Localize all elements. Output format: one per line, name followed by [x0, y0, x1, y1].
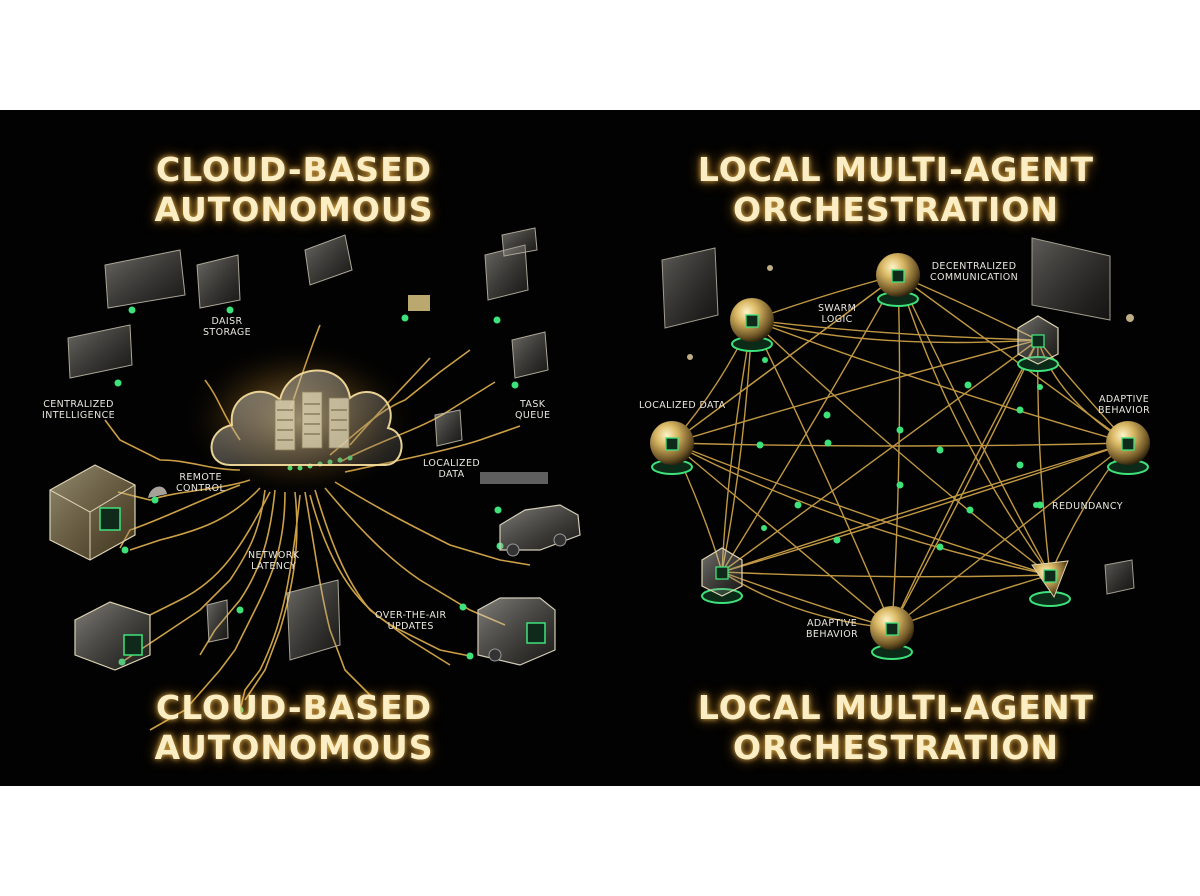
mesh-link [897, 274, 1051, 576]
vehicle-icon [477, 597, 556, 666]
mesh-network-diagram [650, 237, 1150, 660]
mesh-link [751, 319, 1039, 344]
mesh-link [891, 339, 1039, 629]
mesh-link [671, 442, 1051, 576]
agent-chip [885, 622, 899, 636]
mesh-link [751, 319, 1039, 341]
vehicle-icon [480, 472, 581, 557]
local-multi-agent-panel: LOCAL MULTI-AGENT ORCHESTRATION LOCAL MU… [600, 110, 1200, 786]
sphere-agent-icon [730, 298, 774, 352]
mesh-link [751, 319, 893, 629]
mesh-link [671, 442, 1051, 576]
cube-device-icon [1017, 315, 1059, 372]
mesh-link [721, 274, 899, 573]
dot [687, 354, 693, 360]
cube-device-icon [701, 547, 743, 604]
screen-panel-icon [661, 237, 1135, 595]
agent-chip [1043, 569, 1057, 583]
mesh-link [1037, 339, 1051, 576]
mesh-link [897, 274, 1039, 341]
right-title-bottom: LOCAL MULTI-AGENT ORCHESTRATION [697, 688, 1095, 767]
sphere-agent-icon [650, 421, 694, 475]
mesh-link [721, 442, 1129, 573]
mesh-inner-nodes [756, 357, 1044, 551]
mesh-link [721, 339, 1039, 573]
left-title-top: CLOUD-BASED AUTONOMOUS [154, 150, 434, 229]
agent-chip [891, 269, 905, 283]
agent-chip [715, 566, 729, 580]
cloud-server-icon [180, 340, 420, 500]
mesh-link [897, 274, 1051, 576]
mesh-link [721, 319, 753, 573]
mesh-link [897, 274, 1129, 444]
mesh-link [751, 319, 1129, 444]
mesh-wires [671, 274, 1129, 629]
sphere-agent-icon [876, 253, 920, 307]
agent-chip [1031, 334, 1045, 348]
cube-device-icon [1029, 560, 1071, 607]
screen-panel-icon [67, 227, 549, 661]
mesh-link [751, 319, 1051, 576]
mesh-link [671, 442, 893, 629]
agent-chip [665, 437, 679, 451]
mesh-link [891, 274, 901, 629]
mesh-link [671, 442, 1129, 447]
diagram-canvas: CLOUD-BASED AUTONOMOUS CLOUD-BASED AUTON… [0, 110, 1200, 786]
mesh-link [891, 442, 1129, 629]
localized-data-label: LOCALIZED DATA [639, 400, 726, 411]
mesh-link [671, 339, 1039, 444]
right-title-top: LOCAL MULTI-AGENT ORCHESTRATION [697, 150, 1095, 229]
dot [767, 265, 773, 271]
cube-device-icon [74, 601, 151, 671]
mesh-link [721, 442, 1129, 573]
hand-icon [148, 486, 167, 498]
sphere-agent-icon [1106, 421, 1150, 475]
mesh-link [721, 571, 1051, 578]
sphere-agent-icon [870, 606, 914, 660]
dot [1126, 314, 1134, 322]
mesh-link [891, 339, 1039, 629]
agent-base-ring [1029, 591, 1071, 607]
left-title-bottom: CLOUD-BASED AUTONOMOUS [154, 688, 434, 767]
cloud-network-diagram [49, 227, 581, 731]
mesh-link [671, 274, 899, 444]
cloud-based-panel: CLOUD-BASED AUTONOMOUS CLOUD-BASED AUTON… [0, 110, 600, 786]
mesh-link [721, 319, 753, 573]
agent-chip [745, 314, 759, 328]
chip-icon [408, 295, 430, 311]
cube-device-icon [49, 464, 136, 561]
agent-chip [1121, 437, 1135, 451]
redundancy-label: REDUNDANCY [1052, 501, 1124, 512]
